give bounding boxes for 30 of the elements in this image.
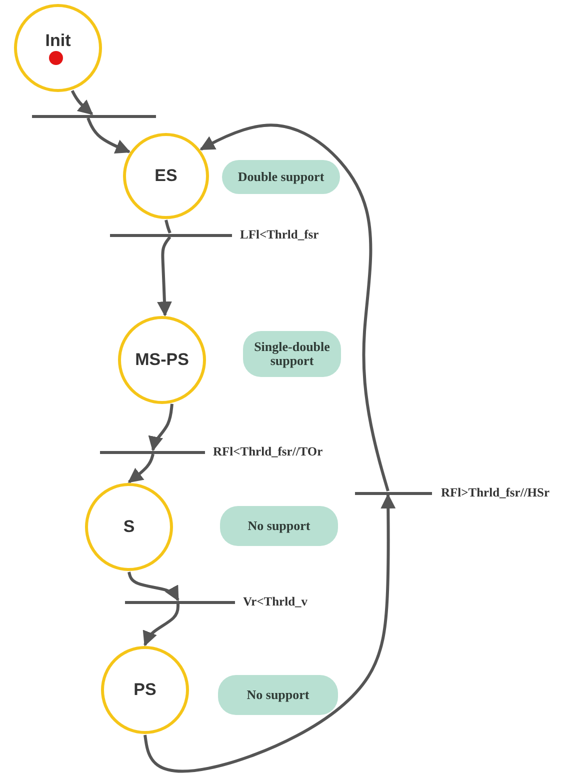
- arrow: [70, 90, 94, 116]
- transition-condition: LFl<Thrld_fsr: [240, 228, 319, 242]
- state-label: Init: [45, 31, 71, 51]
- state-label: ES: [154, 166, 178, 186]
- transition-condition: Vr<Thrld_v: [243, 594, 308, 610]
- arrow: [200, 124, 390, 492]
- action-pill: [222, 160, 340, 194]
- action-label: Double support: [238, 170, 324, 184]
- transition-bar: [125, 600, 235, 604]
- state-label: MS-PS: [135, 350, 189, 370]
- arrow: [142, 604, 180, 646]
- arrow: [128, 454, 154, 484]
- state-label: PS: [134, 680, 156, 700]
- transition-bar: [32, 114, 156, 118]
- action-label: Single-double support: [253, 340, 331, 368]
- action-pill: [220, 506, 338, 546]
- transition-bar: [355, 492, 432, 494]
- transition-condition: RFl<Thrld_fsr//TOr: [213, 444, 323, 460]
- transition-bar: [100, 450, 205, 454]
- action-label: No support: [246, 688, 310, 702]
- action-pill: [218, 675, 338, 715]
- arrow: [148, 404, 174, 452]
- state-label: S: [123, 517, 135, 537]
- arrow: [86, 117, 131, 154]
- arrow: [157, 236, 172, 317]
- transition-bar: [110, 234, 232, 236]
- action-pill: [243, 331, 341, 377]
- transition-condition: RFl>Thrld_fsr//HSr: [441, 486, 550, 500]
- action-label: No support: [248, 518, 310, 534]
- arrow: [144, 494, 396, 773]
